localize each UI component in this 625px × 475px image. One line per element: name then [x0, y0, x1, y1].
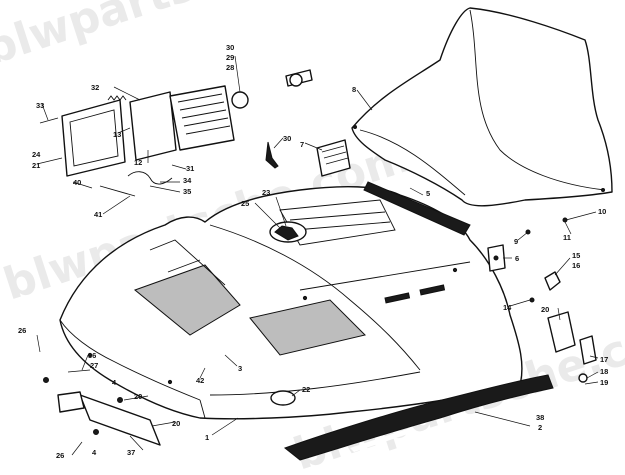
callout-30b: 30	[283, 134, 291, 143]
callout-14: 14	[503, 303, 512, 312]
callout-42: 42	[196, 376, 204, 385]
hinge-assembly	[525, 217, 597, 383]
callout-17: 17	[600, 355, 608, 364]
callout-23: 23	[262, 188, 270, 197]
callout-3: 3	[238, 364, 242, 373]
callout-27: 27	[90, 361, 98, 370]
callout-10: 10	[598, 207, 606, 216]
callout-12: 12	[134, 158, 142, 167]
callout-4a: 4	[112, 378, 117, 387]
callout-9: 9	[514, 237, 518, 246]
callout-29: 29	[226, 53, 234, 62]
callout-25: 25	[241, 199, 249, 208]
callout-36: 36	[88, 351, 96, 360]
callout-8: 8	[352, 85, 356, 94]
callout-26b: 26	[56, 451, 64, 460]
callout-19: 19	[600, 378, 608, 387]
callout-1: 1	[205, 433, 209, 442]
headlight-assembly	[39, 69, 313, 197]
callout-4b: 4	[92, 448, 97, 457]
callout-32: 32	[91, 83, 99, 92]
callout-16: 16	[572, 261, 580, 270]
callout-38: 38	[536, 413, 544, 422]
callout-13: 13	[113, 130, 121, 139]
bumper-bracket	[43, 377, 161, 446]
callout-28: 28	[226, 63, 234, 72]
callout-5: 5	[426, 189, 430, 198]
callout-30a: 30	[226, 43, 234, 52]
callout-11: 11	[563, 233, 571, 242]
callout-18: 18	[600, 367, 608, 376]
callout-22: 22	[302, 385, 310, 394]
windshield	[351, 7, 613, 207]
callout-20b: 20	[134, 392, 142, 401]
callout-34: 34	[183, 176, 192, 185]
decal-plate	[316, 139, 351, 177]
callout-labels: 1 2 3 4 4 5 6 7 8 9 10 11 12 13 14 15 16…	[18, 43, 608, 460]
callout-2: 2	[538, 423, 542, 432]
hood	[59, 186, 523, 420]
callout-20a: 20	[541, 305, 549, 314]
watermark-top: blwpartsche.com	[0, 0, 397, 76]
callout-26a: 26	[18, 326, 26, 335]
callout-41: 41	[94, 210, 102, 219]
gas-cap-emblem	[269, 221, 307, 243]
leader-lines	[36, 55, 599, 456]
callout-31: 31	[186, 164, 194, 173]
callout-37: 37	[127, 448, 135, 457]
callout-24: 24	[32, 150, 41, 159]
callout-35: 35	[183, 187, 191, 196]
callout-21: 21	[32, 161, 40, 170]
callout-33: 33	[36, 101, 44, 110]
callout-20c: 20	[172, 419, 180, 428]
trim-strip	[363, 181, 471, 236]
callout-7: 7	[300, 140, 304, 149]
small-bracket	[265, 141, 279, 169]
callout-6: 6	[515, 254, 519, 263]
callout-15: 15	[572, 251, 580, 260]
mount-bracket	[487, 244, 506, 272]
callout-40: 40	[73, 178, 81, 187]
